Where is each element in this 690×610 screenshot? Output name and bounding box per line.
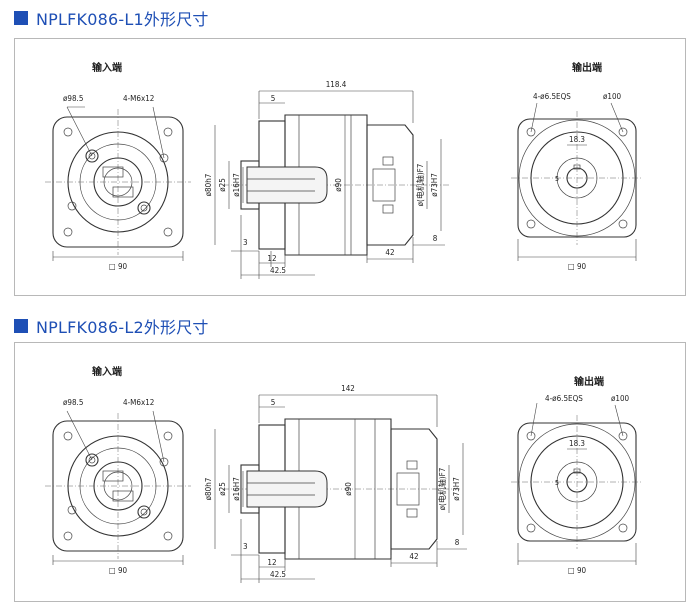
section-marker-icon [14,11,28,25]
output-bolt-label: 4-ø6.5EQS [545,394,583,403]
input-end-view: 输入端 ø98.5 4-M6x12 □ 90 [45,365,191,575]
input-square-label: □ 90 [109,262,128,271]
technical-drawing-l1: 输入端 ø98.5 4-M6x12 □ 90 [45,61,643,279]
drawing-panel-l2: 输入端 ø98.5 4-M6x12 □ 90 [14,342,686,602]
section-title-text: NPLFK086-L1外形尺寸 [36,10,209,29]
dim-8-label: 8 [433,234,438,243]
dia-16h7-label: ø16H7 [232,173,241,197]
dim-42-label: 42 [385,248,394,257]
dim-3-label: 3 [243,542,248,551]
dia-16h7-label: ø16H7 [232,477,241,501]
dia-80h7-label: ø80h7 [204,478,213,501]
dim-5-out-label: 5 [555,479,559,487]
dia-motor-label: ø(电机轴)F7 [415,164,425,207]
input-end-label: 输入端 [92,61,122,74]
dim-5-out-label: 5 [555,175,559,183]
dim-12-label: 12 [267,558,276,567]
total-length-label: 142 [341,384,355,393]
dim-5-label: 5 [271,94,276,103]
side-shaft-section [246,166,328,204]
dim-42-5-label: 42.5 [270,570,286,579]
input-pcd-label: ø98.5 [63,94,83,103]
dim-18-3-label: 18.3 [569,135,585,144]
input-end-label: 输入端 [92,365,122,378]
dim-8-label: 8 [455,538,460,547]
drawing-panel-l1: 输入端 ø98.5 4-M6x12 □ 90 [14,38,686,296]
dim-12-label: 12 [267,254,276,263]
section-title-l1: NPLFK086-L1外形尺寸 [14,8,209,29]
input-bolt-label: 4-M6x12 [123,398,154,407]
section-title-l2: NPLFK086-L2外形尺寸 [14,316,209,337]
dia-90-label: ø90 [344,482,353,496]
dia-25-label: ø25 [218,482,227,496]
side-view: 118.4 5 ø80h7 ø25 ø16H7 ø90 ø(电机轴)F7 ø73… [204,80,451,279]
section-title-text: NPLFK086-L2外形尺寸 [36,318,209,337]
output-square-label: □ 90 [568,262,587,271]
input-end-view: 输入端 ø98.5 4-M6x12 □ 90 [45,61,191,271]
input-pcd-label: ø98.5 [63,398,83,407]
dim-42-5-label: 42.5 [270,266,286,275]
output-dia-100-label: ø100 [603,92,622,101]
output-end-view: 输出端 4-ø6.5EQS ø100 18.3 5 □ 90 [511,375,643,575]
dia-25-label: ø25 [218,178,227,192]
section-marker-icon [14,319,28,333]
input-bolt-label: 4-M6x12 [123,94,154,103]
input-square-label: □ 90 [109,566,128,575]
output-end-label: 输出端 [572,61,602,74]
dia-73h7-label: ø73H7 [452,477,461,501]
side-output-flange [366,124,414,246]
technical-drawing-l2: 输入端 ø98.5 4-M6x12 □ 90 [45,365,643,583]
side-view: 142 5 ø80h7 ø25 ø16H7 ø90 ø(电机轴)F7 ø73H7… [204,384,467,583]
output-bolt-label: 4-ø6.5EQS [533,92,571,101]
output-end-label: 输出端 [574,375,604,388]
dia-90-label: ø90 [334,178,343,192]
dim-3-label: 3 [243,238,248,247]
total-length-label: 118.4 [326,80,347,89]
dim-18-3-label: 18.3 [569,439,585,448]
dim-42-label: 42 [409,552,418,561]
dia-73h7-label: ø73H7 [430,173,439,197]
output-dia-100-label: ø100 [611,394,630,403]
dia-80h7-label: ø80h7 [204,174,213,197]
output-square-label: □ 90 [568,566,587,575]
dim-5-label: 5 [271,398,276,407]
output-end-view: 输出端 4-ø6.5EQS ø100 18.3 5 □ 90 [511,61,643,271]
dia-motor-label: ø(电机轴)F7 [437,468,447,511]
